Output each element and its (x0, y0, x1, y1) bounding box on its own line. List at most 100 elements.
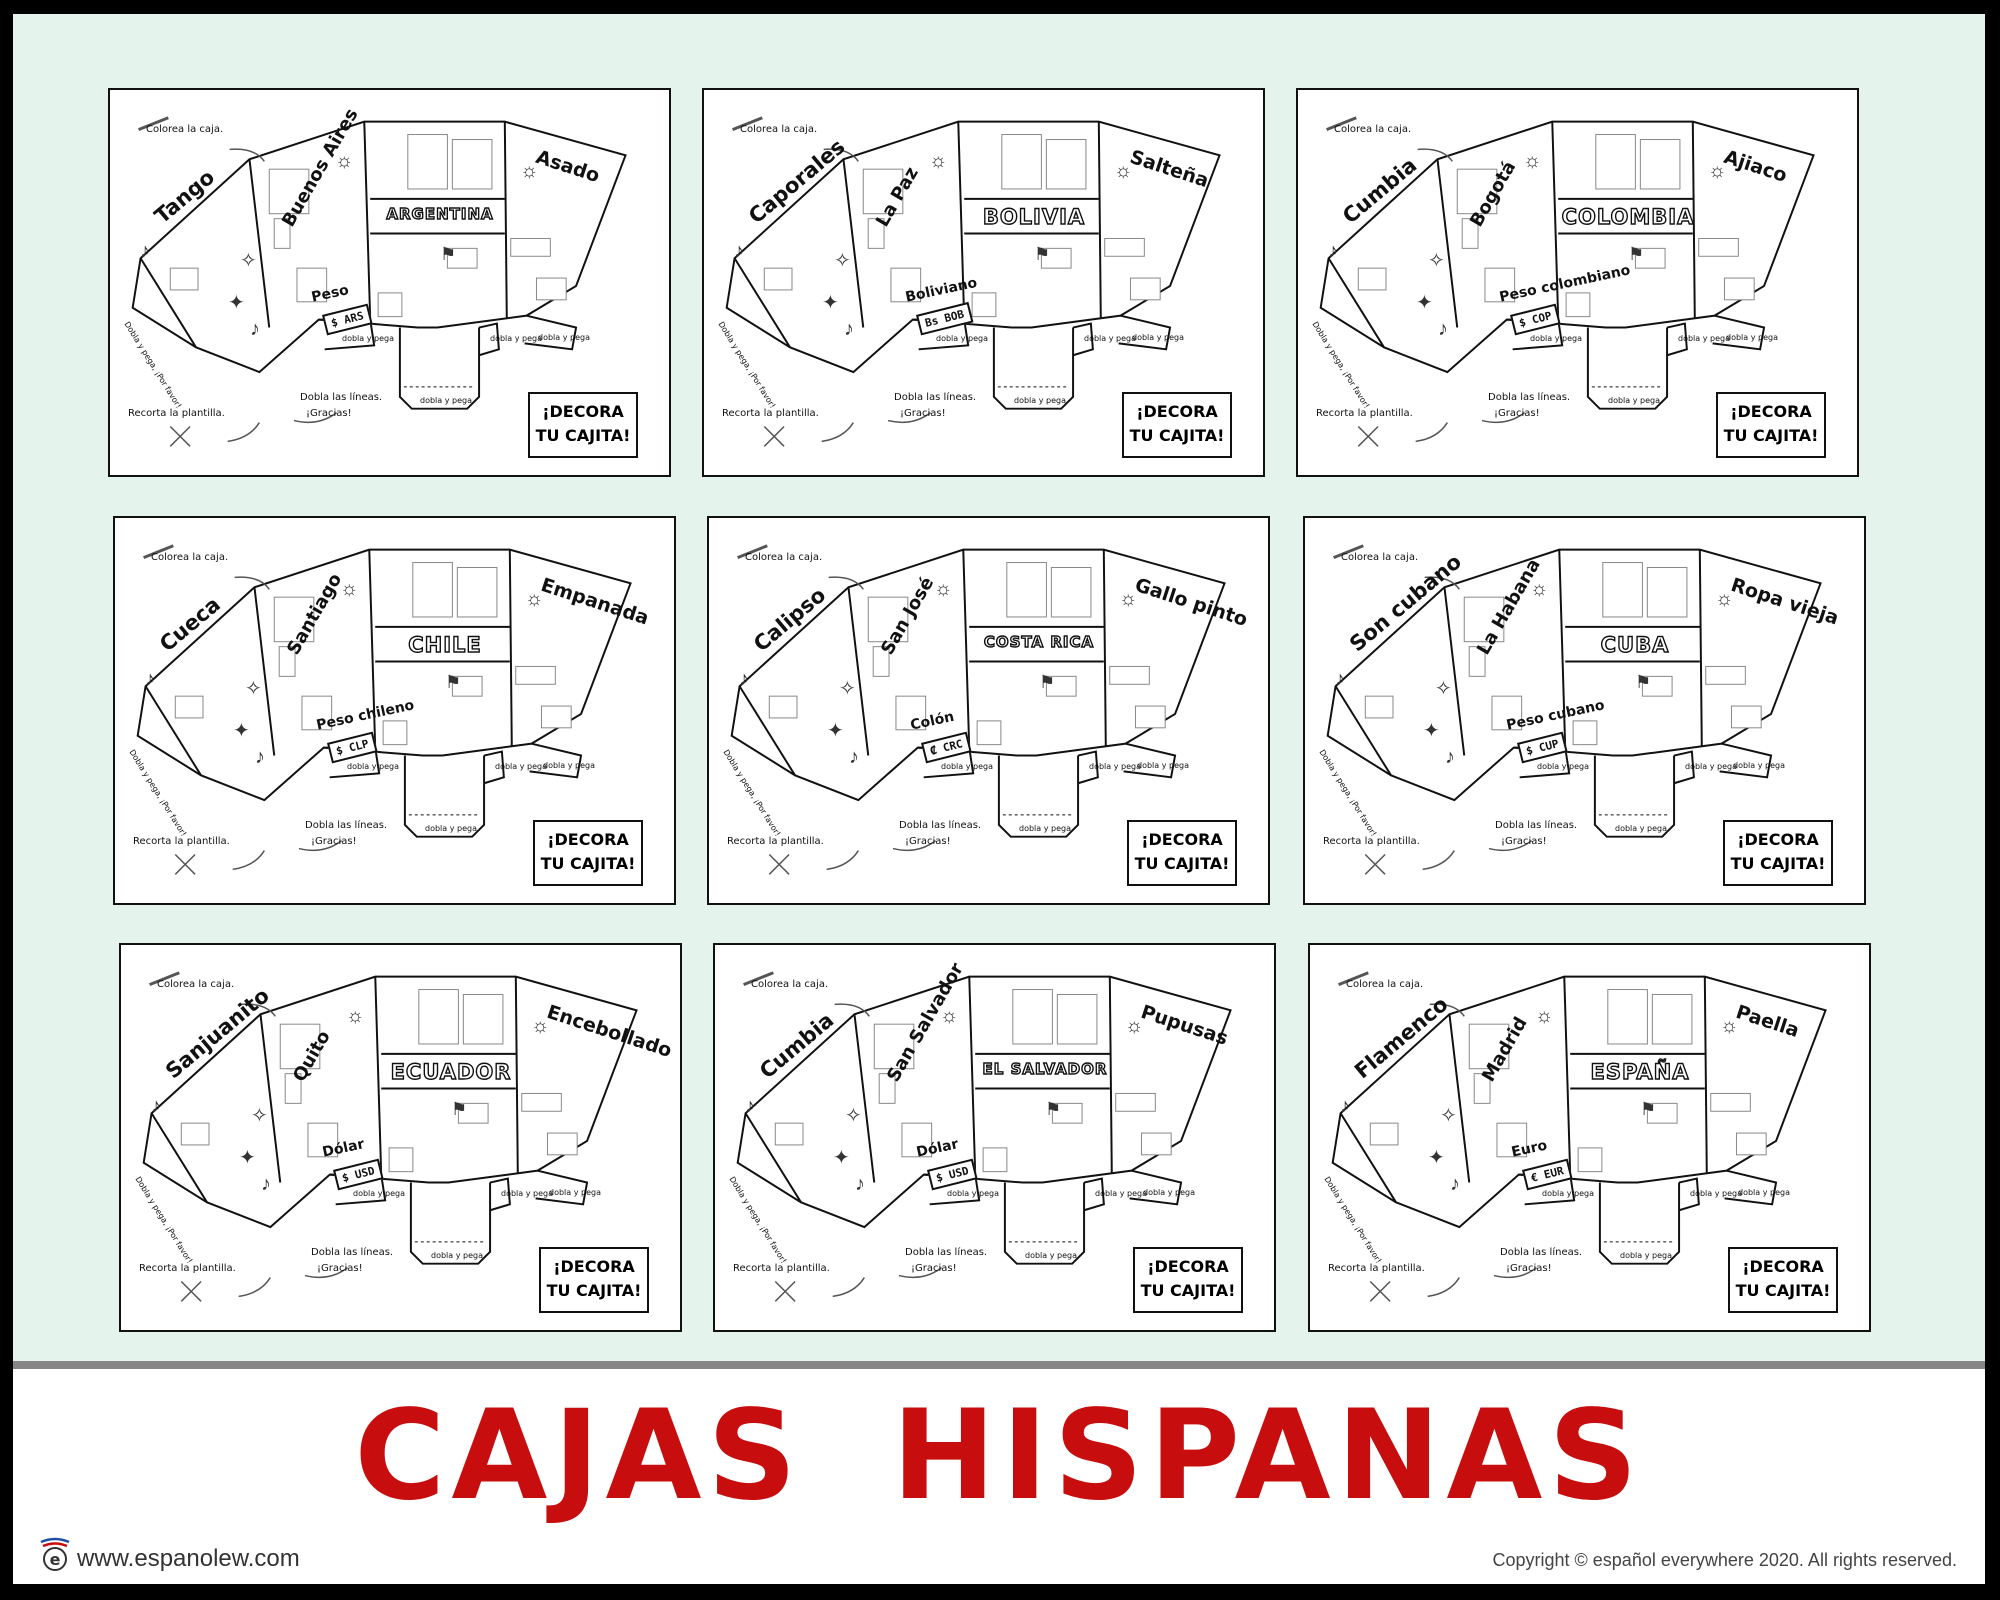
decora-button[interactable]: ¡DECORA TU CAJITA! (1127, 820, 1237, 886)
decora-button[interactable]: ¡DECORA TU CAJITA! (528, 392, 638, 458)
decora-button[interactable]: ¡DECORA TU CAJITA! (1728, 1247, 1838, 1313)
tab-dobla-pega: dobla y pega (1084, 334, 1136, 343)
sun-icon: ☼ (1114, 160, 1133, 182)
instruction-dobla-lineas: Dobla las líneas. (1495, 820, 1578, 831)
instruction-colorea: Colorea la caja. (740, 124, 818, 135)
decora-line-2: TU CAJITA! (1730, 854, 1826, 873)
decora-button[interactable]: ¡DECORA TU CAJITA! (533, 820, 643, 886)
instruction-gracias: ¡Gracias! (905, 836, 951, 847)
instruction-gracias: ¡Gracias! (1494, 408, 1540, 419)
decora-button[interactable]: ¡DECORA TU CAJITA! (1716, 392, 1826, 458)
sparkle-icon: ✧ (1428, 250, 1445, 272)
box-template-outline (1331, 971, 1827, 1302)
tab-dobla-pega: dobla y pega (1530, 334, 1582, 343)
instruction-gracias: ¡Gracias! (311, 836, 357, 847)
flag-icon: ⚑ (451, 1099, 468, 1119)
decora-button[interactable]: ¡DECORA TU CAJITA! (1133, 1247, 1243, 1313)
sun-icon: ☼ (1119, 588, 1138, 610)
decora-line-1: ¡DECORA (542, 402, 624, 421)
logo-icon: e (40, 1537, 70, 1571)
instruction-recorta: Recorta la plantilla. (727, 836, 824, 847)
flag-icon: ⚑ (445, 672, 462, 692)
tab-dobla-pega: dobla y pega (342, 334, 394, 343)
page-inner: Colorea la caja. Recorta la plantilla. D… (13, 14, 1985, 1584)
decora-line-1: ¡DECORA (1141, 830, 1223, 849)
music-note-icon: ♪ (1450, 1173, 1460, 1195)
instruction-colorea: Colorea la caja. (1341, 552, 1419, 563)
instruction-gracias: ¡Gracias! (900, 408, 946, 419)
sun-icon: ☼ (929, 150, 948, 172)
sun-icon: ☼ (346, 1005, 365, 1027)
decora-line-1: ¡DECORA (547, 830, 629, 849)
sun-icon: ☼ (934, 578, 953, 600)
music-note-icon: ♪ (739, 668, 749, 690)
instruction-colorea: Colorea la caja. (151, 552, 229, 563)
page-title: CAJAS HISPANAS (354, 1384, 1644, 1528)
music-note-icon: ♪ (1340, 1095, 1350, 1117)
box-card: Colorea la caja. Recorta la plantilla. D… (108, 88, 671, 477)
tab-dobla-pega: dobla y pega (1143, 1188, 1195, 1197)
decora-button[interactable]: ¡DECORA TU CAJITA! (539, 1247, 649, 1313)
sparkle-icon: ✦ (827, 720, 844, 742)
sparkle-icon: ✧ (839, 678, 856, 700)
instruction-colorea: Colorea la caja. (1346, 979, 1424, 990)
decora-button[interactable]: ¡DECORA TU CAJITA! (1122, 392, 1232, 458)
music-note-icon: ♪ (734, 240, 744, 262)
country-name: EL SALVADOR (982, 1059, 1108, 1078)
sparkle-icon: ✦ (833, 1147, 850, 1169)
box-card: Colorea la caja. Recorta la plantilla. D… (119, 943, 682, 1332)
sparkle-icon: ✧ (240, 250, 257, 272)
box-card: Colorea la caja. Recorta la plantilla. D… (713, 943, 1276, 1332)
sparkle-icon: ✦ (822, 292, 839, 314)
tab-dobla-pega: dobla y pega (431, 1251, 483, 1260)
tab-dobla-pega: dobla y pega (490, 334, 542, 343)
divider-band (13, 1361, 1985, 1369)
flag-icon: ⚑ (1628, 244, 1645, 264)
music-note-icon: ♪ (250, 318, 260, 340)
sparkle-icon: ✦ (228, 292, 245, 314)
tab-dobla-pega: dobla y pega (941, 762, 993, 771)
decora-line-1: ¡DECORA (1737, 830, 1819, 849)
tab-dobla-pega: dobla y pega (1726, 333, 1778, 342)
instruction-dobla-lineas: Dobla las líneas. (1488, 392, 1571, 403)
instruction-dobla-lineas: Dobla las líneas. (894, 392, 977, 403)
instruction-dobla-lineas: Dobla las líneas. (305, 820, 388, 831)
sparkle-icon: ✦ (1416, 292, 1433, 314)
flag-icon: ⚑ (1635, 672, 1652, 692)
preview-area: Colorea la caja. Recorta la plantilla. D… (13, 14, 1985, 1361)
country-name: ARGENTINA (386, 204, 494, 223)
instruction-dobla-lineas: Dobla las líneas. (300, 392, 383, 403)
tab-dobla-pega: dobla y pega (1089, 762, 1141, 771)
instruction-recorta: Recorta la plantilla. (139, 1263, 236, 1274)
tab-dobla-pega: dobla y pega (1019, 824, 1071, 833)
tab-dobla-pega: dobla y pega (1738, 1188, 1790, 1197)
tab-dobla-pega: dobla y pega (1537, 762, 1589, 771)
instruction-recorta: Recorta la plantilla. (722, 408, 819, 419)
box-template-outline (725, 116, 1221, 447)
tab-dobla-pega: dobla y pega (538, 333, 590, 342)
decora-line-1: ¡DECORA (1147, 1257, 1229, 1276)
tab-dobla-pega: dobla y pega (1132, 333, 1184, 342)
decora-button[interactable]: ¡DECORA TU CAJITA! (1723, 820, 1833, 886)
svg-text:e: e (50, 1550, 61, 1569)
sun-icon: ☼ (1715, 588, 1734, 610)
flag-icon: ⚑ (440, 244, 457, 264)
sun-icon: ☼ (940, 1005, 959, 1027)
box-card: Colorea la caja. Recorta la plantilla. D… (702, 88, 1265, 477)
website-link[interactable]: www.espanolew.com (77, 1545, 300, 1572)
instruction-dobla-lineas: Dobla las líneas. (905, 1247, 988, 1258)
sun-icon: ☼ (335, 150, 354, 172)
box-template-outline (1319, 116, 1815, 447)
country-name: COSTA RICA (983, 632, 1095, 651)
decora-line-2: TU CAJITA! (1140, 1281, 1236, 1300)
country-name: ESPAÑA (1590, 1059, 1690, 1084)
box-template-outline (131, 116, 627, 447)
instruction-gracias: ¡Gracias! (1501, 836, 1547, 847)
flag-icon: ⚑ (1039, 672, 1056, 692)
instruction-recorta: Recorta la plantilla. (1316, 408, 1413, 419)
country-name: COLOMBIA (1561, 204, 1695, 229)
country-name: ECUADOR (390, 1059, 512, 1084)
tab-dobla-pega: dobla y pega (347, 762, 399, 771)
decora-line-2: TU CAJITA! (546, 1281, 642, 1300)
